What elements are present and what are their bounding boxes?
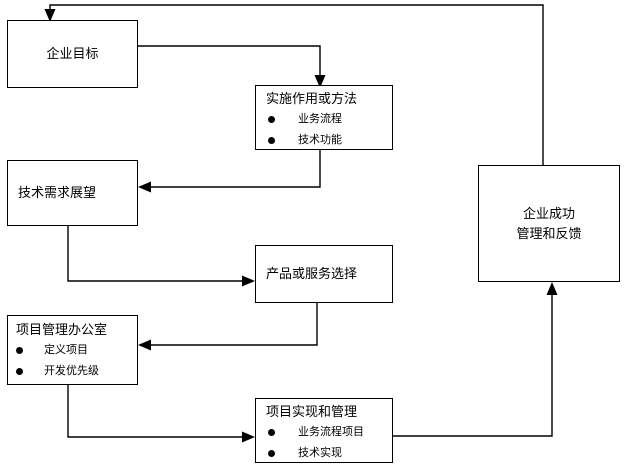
bullet-icon <box>268 116 275 123</box>
list-item: 业务流程项目 <box>256 422 392 443</box>
list-item: 技术实现 <box>256 443 392 462</box>
list-item: 开发优先级 <box>8 361 137 382</box>
list-item-label: 技术功能 <box>298 134 342 146</box>
node-implementation-role-or-method-title: 实施作用或方法 <box>266 91 358 106</box>
edge-product-to-pmo <box>138 303 318 351</box>
list-item-label: 业务流程项目 <box>298 426 364 438</box>
node-product-or-service-selection[interactable]: 产品或服务选择 <box>255 245 393 303</box>
bullet-icon <box>16 347 23 354</box>
list-item-label: 开发优先级 <box>44 365 99 377</box>
bullet-icon <box>16 368 23 375</box>
list-item-label: 技术实现 <box>298 447 342 459</box>
edge-goal-to-implementation <box>138 45 326 88</box>
bullet-icon <box>268 137 275 144</box>
bullet-icon <box>268 429 275 436</box>
edge-project-to-success <box>393 282 558 437</box>
edge-pmo-to-project <box>67 385 255 443</box>
node-technology-demand-outlook[interactable]: 技术需求展望 <box>7 160 138 226</box>
node-enterprise-success-title-line2: 管理和反馈 <box>516 225 582 241</box>
node-project-management-office[interactable]: 项目管理办公室 定义项目 开发优先级 <box>7 315 138 385</box>
node-project-implementation-and-management-bullets: 业务流程项目 技术实现 <box>256 422 392 462</box>
node-technology-demand-outlook-title: 技术需求展望 <box>18 185 97 200</box>
node-enterprise-success[interactable]: 企业成功 管理和反馈 <box>478 165 620 282</box>
edge-success-to-goal <box>44 4 544 165</box>
list-item-label: 业务流程 <box>298 113 342 125</box>
list-item-label: 定义项目 <box>44 344 88 356</box>
node-enterprise-goal-title: 企业目标 <box>46 46 99 61</box>
edge-demand-to-product <box>67 226 255 287</box>
node-implementation-role-or-method[interactable]: 实施作用或方法 业务流程 技术功能 <box>255 85 393 150</box>
edge-implementation-to-demand <box>138 150 321 193</box>
list-item: 技术功能 <box>256 130 392 149</box>
node-implementation-role-or-method-bullets: 业务流程 技术功能 <box>256 109 392 149</box>
node-product-or-service-selection-title: 产品或服务选择 <box>266 266 358 281</box>
node-project-implementation-and-management[interactable]: 项目实现和管理 业务流程项目 技术实现 <box>255 398 393 463</box>
node-enterprise-goal[interactable]: 企业目标 <box>7 20 138 88</box>
list-item: 定义项目 <box>8 340 137 361</box>
node-project-implementation-and-management-title: 项目实现和管理 <box>266 404 358 419</box>
bullet-icon <box>268 450 275 457</box>
node-project-management-office-title: 项目管理办公室 <box>16 322 108 337</box>
node-enterprise-success-title-line1: 企业成功 <box>522 205 575 221</box>
node-project-management-office-bullets: 定义项目 开发优先级 <box>8 340 137 382</box>
list-item: 业务流程 <box>256 109 392 130</box>
